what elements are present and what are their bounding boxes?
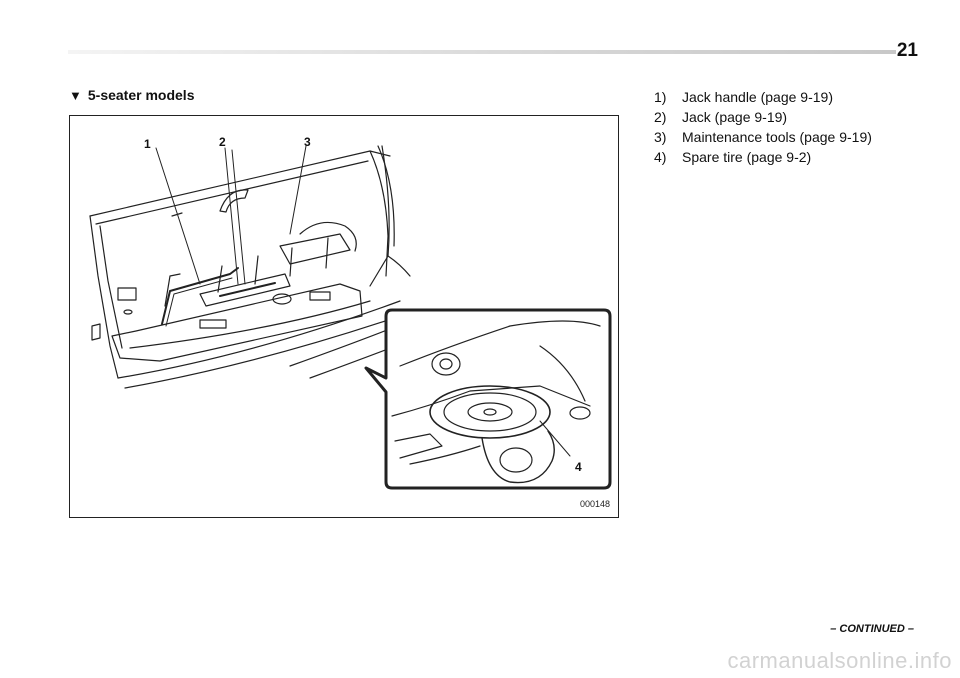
page-number: 21	[896, 40, 918, 61]
legend-item: 3)Maintenance tools (page 9-19)	[654, 129, 872, 145]
figure-illustration: 1 2 3 4 000148	[69, 115, 619, 518]
watermark-link[interactable]: carmanualsonline.info	[727, 648, 952, 673]
parts-legend: 1)Jack handle (page 9-19) 2)Jack (page 9…	[654, 87, 872, 167]
section-heading-text: 5-seater models	[87, 87, 195, 103]
header-rule	[68, 50, 896, 54]
legend-item: 1)Jack handle (page 9-19)	[654, 89, 833, 105]
callout-3: 3	[304, 135, 311, 149]
continued-note: – CONTINUED –	[830, 623, 914, 635]
legend-item: 2)Jack (page 9-19)	[654, 109, 788, 125]
cargo-area-drawing	[89, 145, 612, 490]
triangle-down-icon: ▼	[69, 88, 82, 103]
legend-item: 4)Spare tire (page 9-2)	[654, 149, 812, 165]
callout-4: 4	[575, 460, 582, 474]
section-heading: ▼ 5-seater models	[69, 87, 194, 103]
callout-1: 1	[144, 137, 151, 151]
figure-code: 000148	[579, 499, 610, 509]
callout-2: 2	[219, 135, 226, 149]
